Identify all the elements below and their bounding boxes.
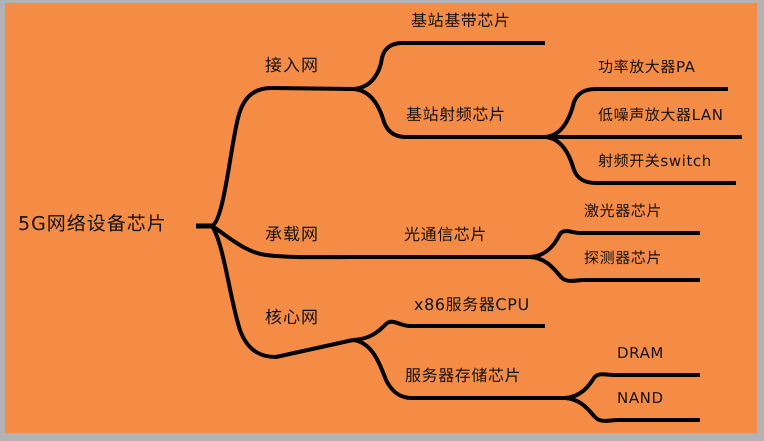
- node-bearer-network[interactable]: 承载网: [265, 225, 319, 245]
- node-rf-switch[interactable]: 射频开关switch: [598, 152, 712, 170]
- connector-storage-to-dram: [564, 372, 700, 400]
- node-base-station-baseband-chip[interactable]: 基站基带芯片: [411, 11, 511, 30]
- connector-root-to-access: [210, 86, 353, 228]
- node-root[interactable]: 5G网络设备芯片: [18, 213, 167, 235]
- connector-access-to-rf: [352, 87, 545, 139]
- node-power-amplifier-pa[interactable]: 功率放大器PA: [598, 58, 696, 76]
- mindmap-board: [5, 3, 757, 433]
- connector-optical-to-laser: [529, 229, 700, 259]
- node-server-storage-chip[interactable]: 服务器存储芯片: [405, 366, 522, 385]
- node-low-noise-amplifier-lan[interactable]: 低噪声放大器LAN: [598, 106, 724, 124]
- connector-rf-to-switch: [544, 135, 736, 185]
- connector-root-to-core: [210, 224, 354, 359]
- node-x86-server-cpu[interactable]: x86服务器CPU: [414, 295, 530, 314]
- node-core-network[interactable]: 核心网: [265, 308, 319, 328]
- node-nand[interactable]: NAND: [617, 389, 664, 407]
- node-laser-chip[interactable]: 激光器芯片: [584, 202, 663, 220]
- node-optical-communication-chip[interactable]: 光通信芯片: [404, 225, 488, 244]
- connector-core-to-storage: [352, 338, 565, 400]
- connector-optical-to-detector: [529, 255, 700, 283]
- node-access-network[interactable]: 接入网: [265, 56, 319, 76]
- connector-access-to-baseband: [352, 41, 545, 91]
- connector-core-to-cpu: [352, 319, 545, 342]
- connector-storage-to-nand: [564, 396, 700, 423]
- node-detector-chip[interactable]: 探测器芯片: [584, 249, 663, 267]
- connector-rf-to-pa: [544, 87, 728, 139]
- node-dram[interactable]: DRAM: [617, 344, 664, 362]
- connector-root-to-bearer: [210, 224, 353, 260]
- node-base-station-rf-chip[interactable]: 基站射频芯片: [406, 105, 506, 124]
